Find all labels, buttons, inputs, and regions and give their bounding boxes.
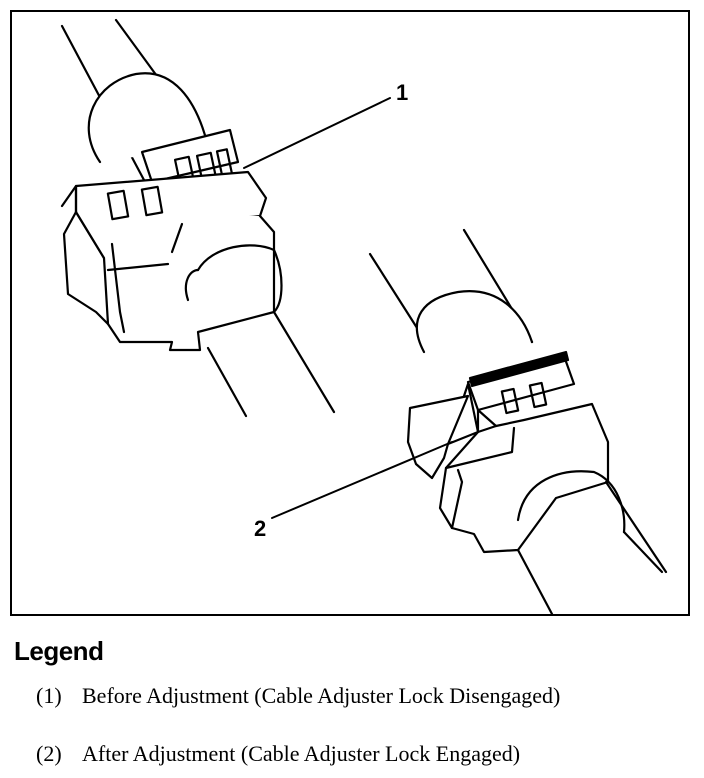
legend-item-text: After Adjustment (Cable Adjuster Lock En… <box>82 741 521 766</box>
legend-item-1: (1) Before Adjustment (Cable Adjuster Lo… <box>36 682 682 710</box>
legend-item-2: (2) After Adjustment (Cable Adjuster Loc… <box>36 740 682 768</box>
legend-item-number: (1) <box>36 683 62 708</box>
diagram-frame: 1 2 <box>10 10 690 616</box>
cable-adjuster-illustration <box>60 18 668 614</box>
cable-adjuster-after <box>368 228 668 614</box>
callout-1-leader <box>243 97 391 169</box>
cable-adjuster-before <box>60 18 336 418</box>
legend-title: Legend <box>14 636 104 666</box>
callout-2-label: 2 <box>254 516 267 541</box>
legend-item-number: (2) <box>36 741 62 766</box>
callout-1-label: 1 <box>396 80 409 105</box>
callout-2-leader <box>271 441 453 519</box>
legend-item-text: Before Adjustment (Cable Adjuster Lock D… <box>82 683 561 708</box>
